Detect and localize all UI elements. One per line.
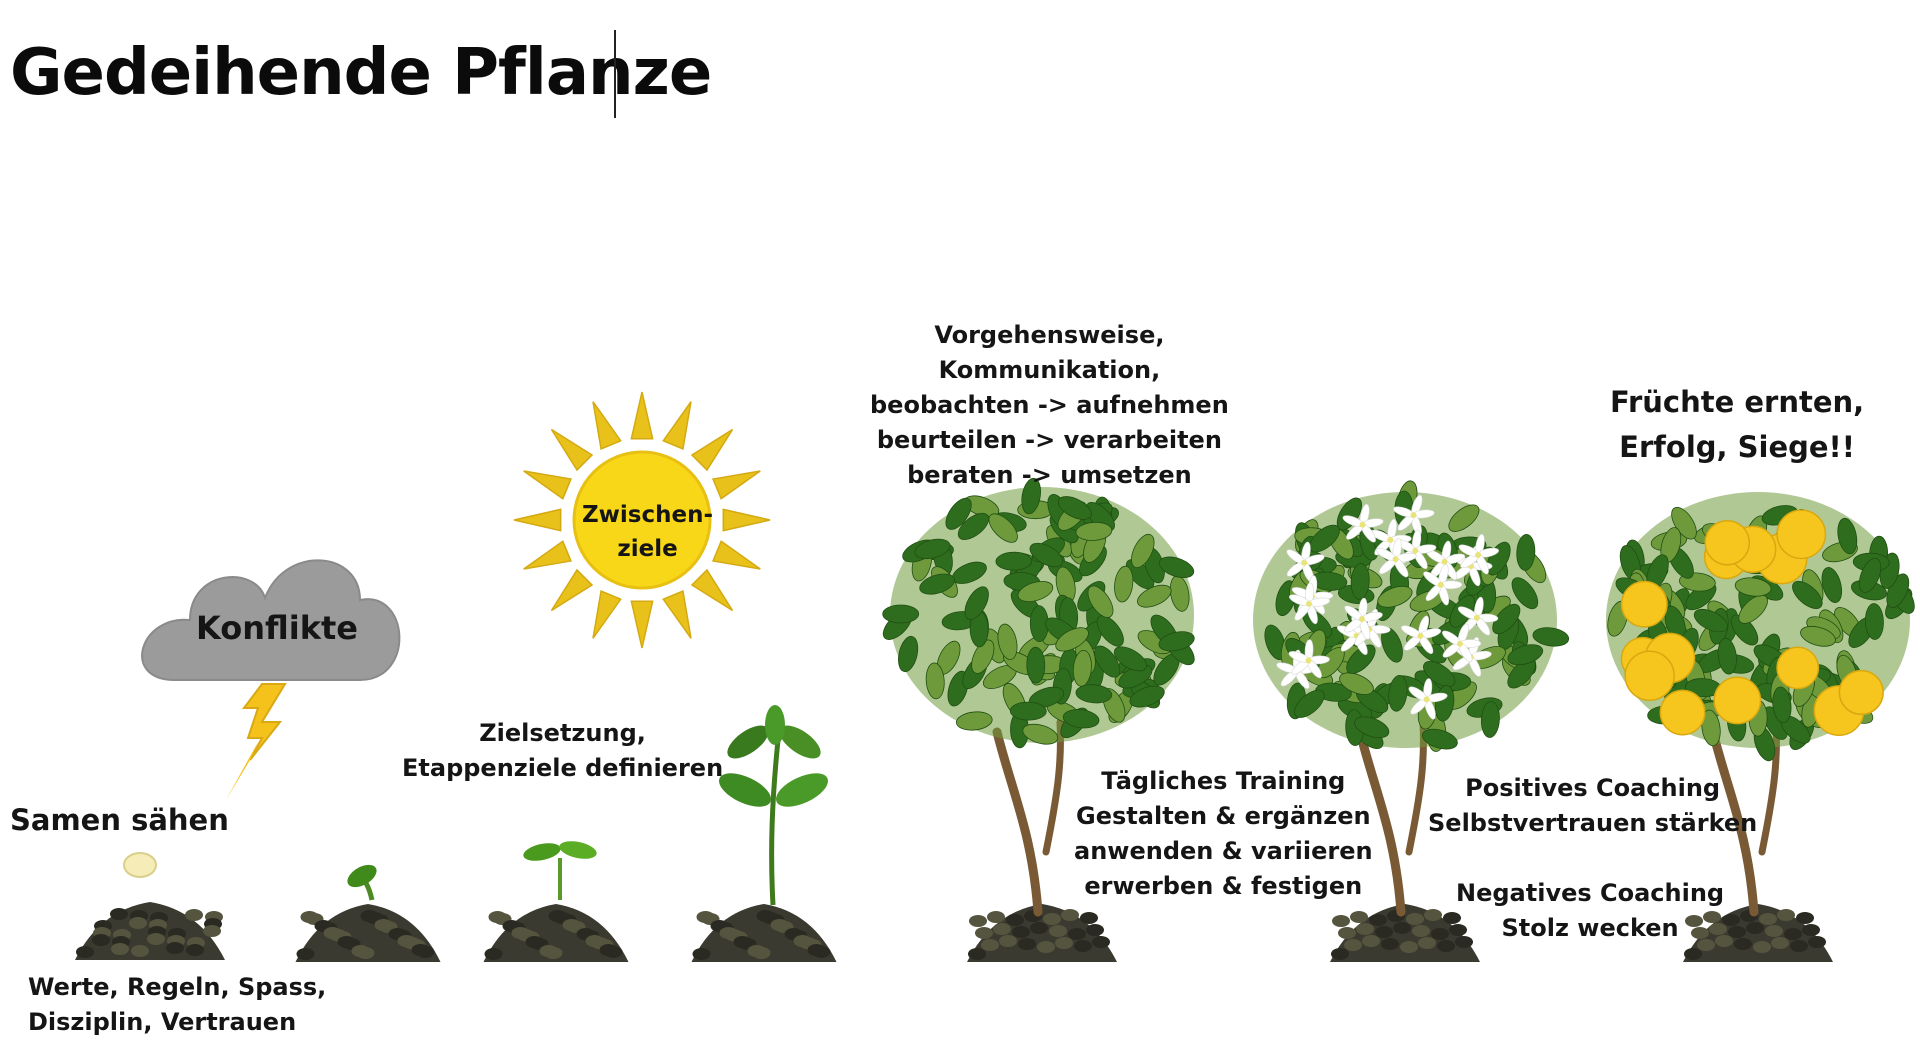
label-vorgehensweise: Vorgehensweise, Kommunikation, beobachte… — [870, 318, 1229, 493]
label-werte-line: Disziplin, Vertrauen — [28, 1008, 297, 1036]
soil-icon — [75, 902, 225, 960]
label-negatives-coaching: Negatives Coaching Stolz wecken — [1456, 876, 1724, 946]
seed-icon — [123, 852, 157, 878]
soil-icon — [1330, 904, 1480, 962]
label-positives-coaching: Positives Coaching Selbstvertrauen stärk… — [1428, 771, 1757, 841]
label-konflikte: Konflikte — [196, 609, 358, 647]
label-zielsetzung-line: Etappenziele definieren — [402, 754, 724, 782]
label-fruechte: Früchte ernten, Erfolg, Siege!! — [1610, 380, 1864, 470]
lightning-icon — [226, 683, 287, 800]
label-vorgehensweise-line: Vorgehensweise, — [934, 321, 1165, 349]
cloud-icon — [141, 559, 401, 681]
label-zwischenziele-line: Zwischen- — [582, 502, 714, 528]
label-fruechte-line: Früchte ernten, — [1610, 385, 1865, 419]
sun-icon — [513, 391, 771, 649]
stage-young-plant — [691, 705, 837, 962]
soil-icon — [1683, 904, 1833, 962]
stage-seed — [75, 852, 225, 960]
label-training-line: erwerben & festigen — [1084, 872, 1363, 900]
label-zwischenziele: Zwischen- ziele — [582, 498, 713, 566]
stage-seedling — [483, 841, 629, 962]
label-positives-coaching-line: Positives Coaching — [1465, 774, 1721, 802]
young-plant-icon — [719, 705, 828, 906]
label-training-line: Gestalten & ergänzen — [1076, 802, 1371, 830]
label-positives-coaching-line: Selbstvertrauen stärken — [1428, 809, 1758, 837]
label-negatives-coaching-line: Negatives Coaching — [1456, 879, 1725, 907]
label-vorgehensweise-line: beraten -> umsetzen — [907, 461, 1192, 489]
label-training-line: anwenden & variieren — [1074, 837, 1373, 865]
label-zielsetzung-line: Zielsetzung, — [479, 719, 646, 747]
label-training: Tägliches Training Gestalten & ergänzen … — [1074, 764, 1373, 904]
seedling-icon — [523, 841, 597, 900]
sprout-icon — [347, 864, 377, 901]
label-werte: Werte, Regeln, Spass, Disziplin, Vertrau… — [28, 970, 326, 1040]
label-training-line: Tägliches Training — [1101, 767, 1346, 795]
tree-icon — [882, 477, 1195, 962]
label-vorgehensweise-line: Kommunikation, — [938, 356, 1161, 384]
label-samen: Samen sähen — [10, 803, 229, 837]
soil-icon — [483, 904, 629, 962]
label-vorgehensweise-line: beurteilen -> verarbeiten — [876, 426, 1222, 454]
text-cursor — [614, 30, 616, 118]
soil-icon — [967, 904, 1117, 962]
page-title: Gedeihende Pflanze — [10, 36, 712, 110]
label-negatives-coaching-line: Stolz wecken — [1501, 914, 1679, 942]
label-werte-line: Werte, Regeln, Spass, — [28, 973, 327, 1001]
label-vorgehensweise-line: beobachten -> aufnehmen — [870, 391, 1229, 419]
soil-icon — [295, 904, 441, 962]
label-zielsetzung: Zielsetzung, Etappenziele definieren — [402, 716, 723, 786]
stage-sprout — [295, 864, 441, 962]
fruit-tree-icon — [1606, 492, 1915, 962]
label-fruechte-line: Erfolg, Siege!! — [1619, 430, 1856, 464]
label-zwischenziele-line: ziele — [617, 536, 678, 562]
soil-icon — [691, 904, 837, 962]
flowering-tree-icon — [1253, 480, 1570, 962]
